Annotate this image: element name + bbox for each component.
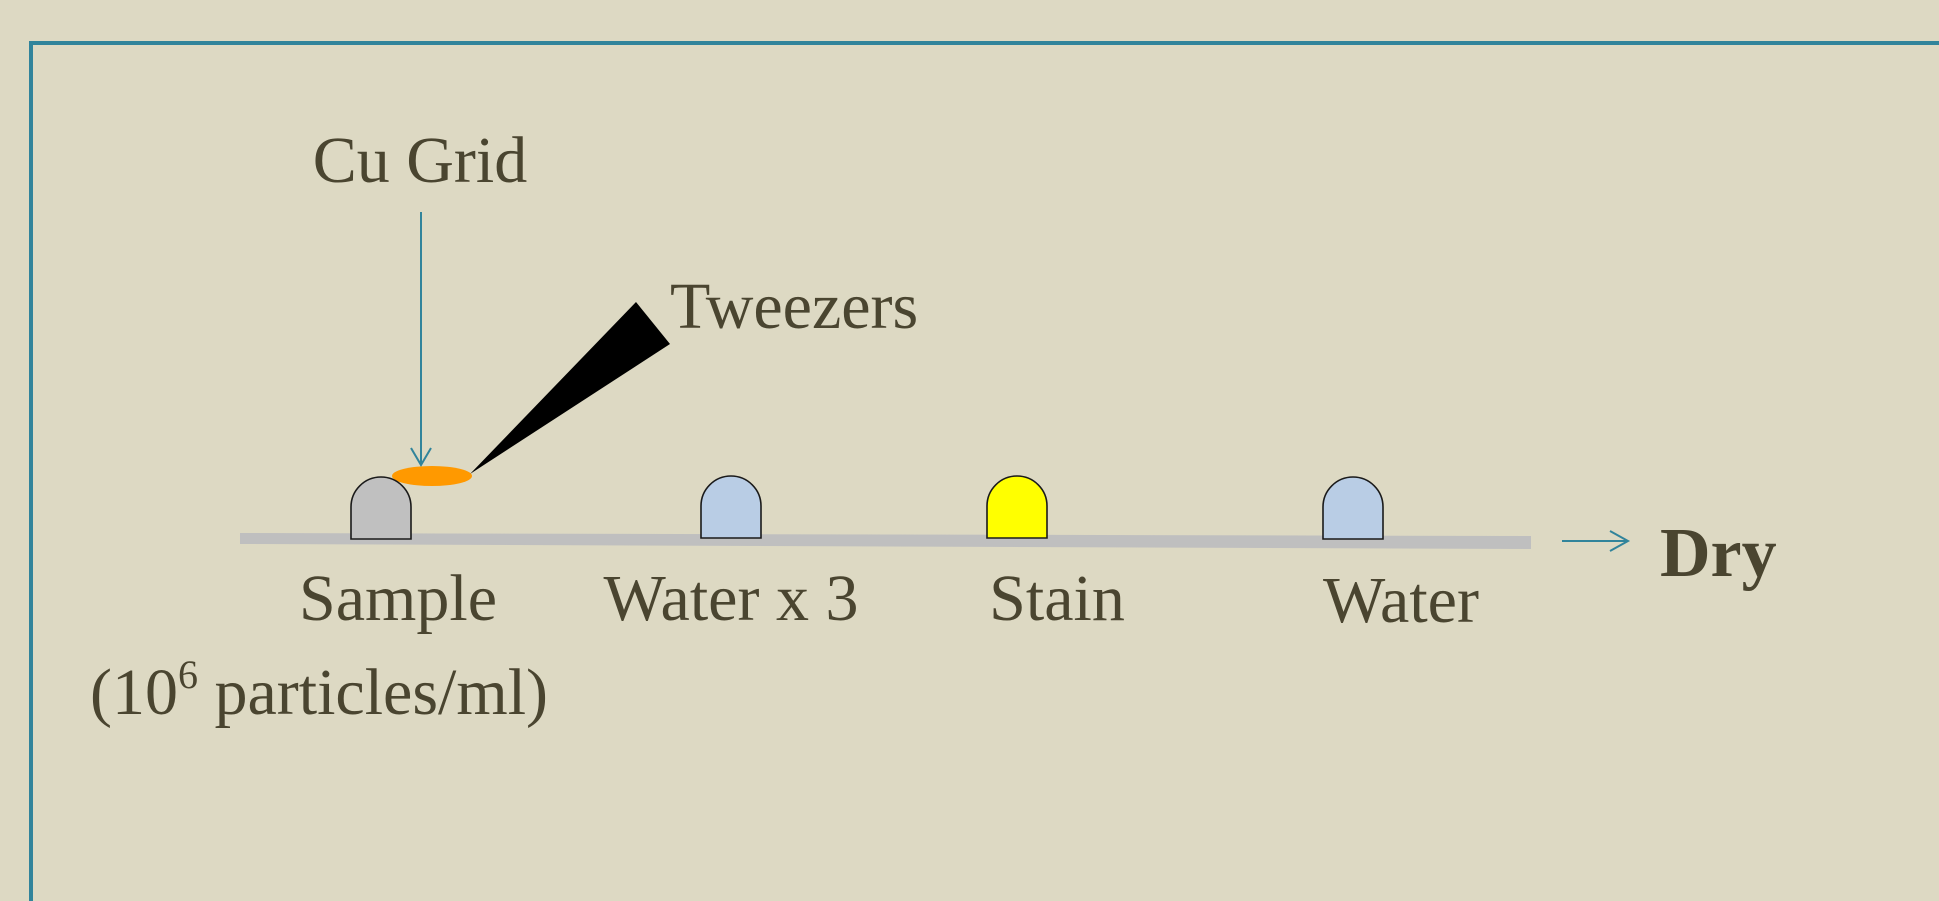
tweezers-label: Tweezers — [670, 270, 918, 343]
cu-grid-label: Cu Grid — [313, 124, 528, 197]
cu-grid-arrowhead-icon — [410, 447, 432, 467]
sample-drop-icon — [350, 476, 412, 540]
step-label-water-rinse: Water — [1323, 564, 1479, 637]
step-label-sample: Sample — [299, 562, 497, 635]
concentration-rest: particles/ml) — [198, 656, 548, 729]
bench-bar — [240, 533, 1531, 549]
water-wash-drop-icon — [700, 475, 762, 539]
dry-arrowhead-icon — [1609, 530, 1631, 552]
water-rinse-drop-icon — [1322, 476, 1384, 540]
slide-frame — [29, 41, 1939, 901]
step-label-stain: Stain — [989, 562, 1125, 635]
concentration-exponent: 6 — [178, 652, 198, 697]
step-label-water-wash: Water x 3 — [604, 562, 859, 635]
concentration-open: (10 — [90, 656, 178, 729]
tweezers-icon — [470, 302, 670, 474]
cu-grid-icon — [392, 466, 472, 486]
dry-label: Dry — [1660, 515, 1777, 592]
stain-drop-icon — [986, 475, 1048, 539]
concentration-label: (106 particles/ml) — [90, 652, 548, 729]
